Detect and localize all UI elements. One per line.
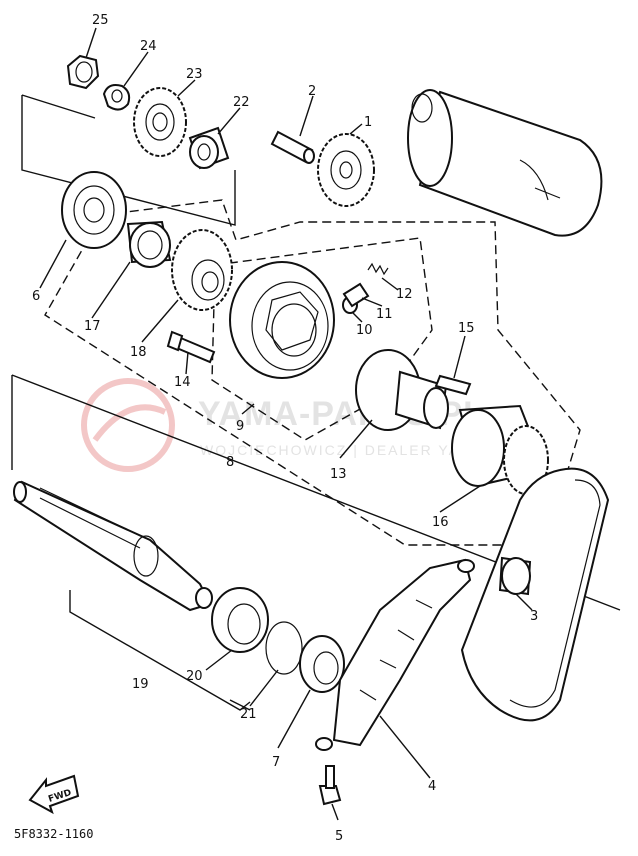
- part-1-idler-gear: [317, 133, 375, 207]
- label-12: 12: [396, 287, 413, 302]
- watermark-logo: [81, 378, 175, 472]
- bracket-19: [69, 590, 251, 711]
- label-4: 4: [428, 779, 436, 794]
- label-13: 13: [330, 467, 347, 482]
- label-16: 16: [432, 515, 449, 530]
- part-6-bearing: [61, 171, 127, 249]
- part-11-plunger: [342, 282, 370, 308]
- label-18: 18: [130, 345, 147, 360]
- watermark-dealer: WOJCIECHOWICZ | DEALER YAMAHA: [200, 442, 508, 458]
- part-4-chain-guide: [315, 558, 475, 751]
- part-9-starter-clutch: [229, 261, 335, 379]
- part-3-damper: [498, 556, 532, 596]
- label-2: 2: [308, 84, 316, 99]
- part-chain: [460, 467, 610, 722]
- part-19-shaft: [13, 480, 213, 612]
- label-7: 7: [272, 755, 280, 770]
- part-24-lock-washer: [102, 84, 131, 111]
- label-8: 8: [226, 455, 234, 470]
- label-3: 3: [530, 609, 538, 624]
- label-14: 14: [174, 375, 191, 390]
- part-21-o-ring: [265, 621, 303, 675]
- part-12-spring: [367, 262, 389, 276]
- part-7-oil-seal: [299, 635, 345, 693]
- part-17-bushing: [126, 220, 172, 268]
- label-23: 23: [186, 67, 203, 82]
- label-5: 5: [335, 829, 343, 844]
- label-15: 15: [458, 321, 475, 336]
- part-14-bolt: [166, 330, 216, 364]
- label-21: 21: [240, 707, 257, 722]
- label-11: 11: [376, 307, 393, 322]
- part-22-collar: [188, 126, 230, 170]
- part-labels: 1 2 3 4 5 6 7 8 9 10 11 12 13 14 15 16 1…: [32, 13, 538, 844]
- leader-lines: [39, 27, 533, 821]
- label-24: 24: [140, 39, 157, 54]
- fwd-arrow: FWD: [28, 774, 80, 815]
- part-16-gear: [451, 404, 549, 495]
- part-23-gear: [133, 87, 187, 157]
- label-19: 19: [132, 677, 149, 692]
- label-1: 1: [364, 115, 372, 130]
- label-22: 22: [233, 95, 250, 110]
- part-15-pin: [434, 374, 472, 396]
- bracket-top: [21, 94, 236, 226]
- group-outline-8: [44, 199, 581, 546]
- label-10: 10: [356, 323, 373, 338]
- part-20-bearing: [211, 587, 269, 653]
- label-9: 9: [236, 419, 244, 434]
- part-2-shaft: [270, 130, 315, 164]
- label-25: 25: [92, 13, 109, 28]
- part-25-nut: [66, 54, 100, 90]
- part-18-gear: [171, 229, 233, 311]
- part-13-clutch-boss: [355, 349, 449, 431]
- label-17: 17: [84, 319, 101, 334]
- label-6: 6: [32, 289, 40, 304]
- starter-motor: [407, 89, 603, 237]
- part-5-bolt: [318, 765, 342, 806]
- reference-code: 5F8332-1160: [14, 827, 93, 841]
- label-20: 20: [186, 669, 203, 684]
